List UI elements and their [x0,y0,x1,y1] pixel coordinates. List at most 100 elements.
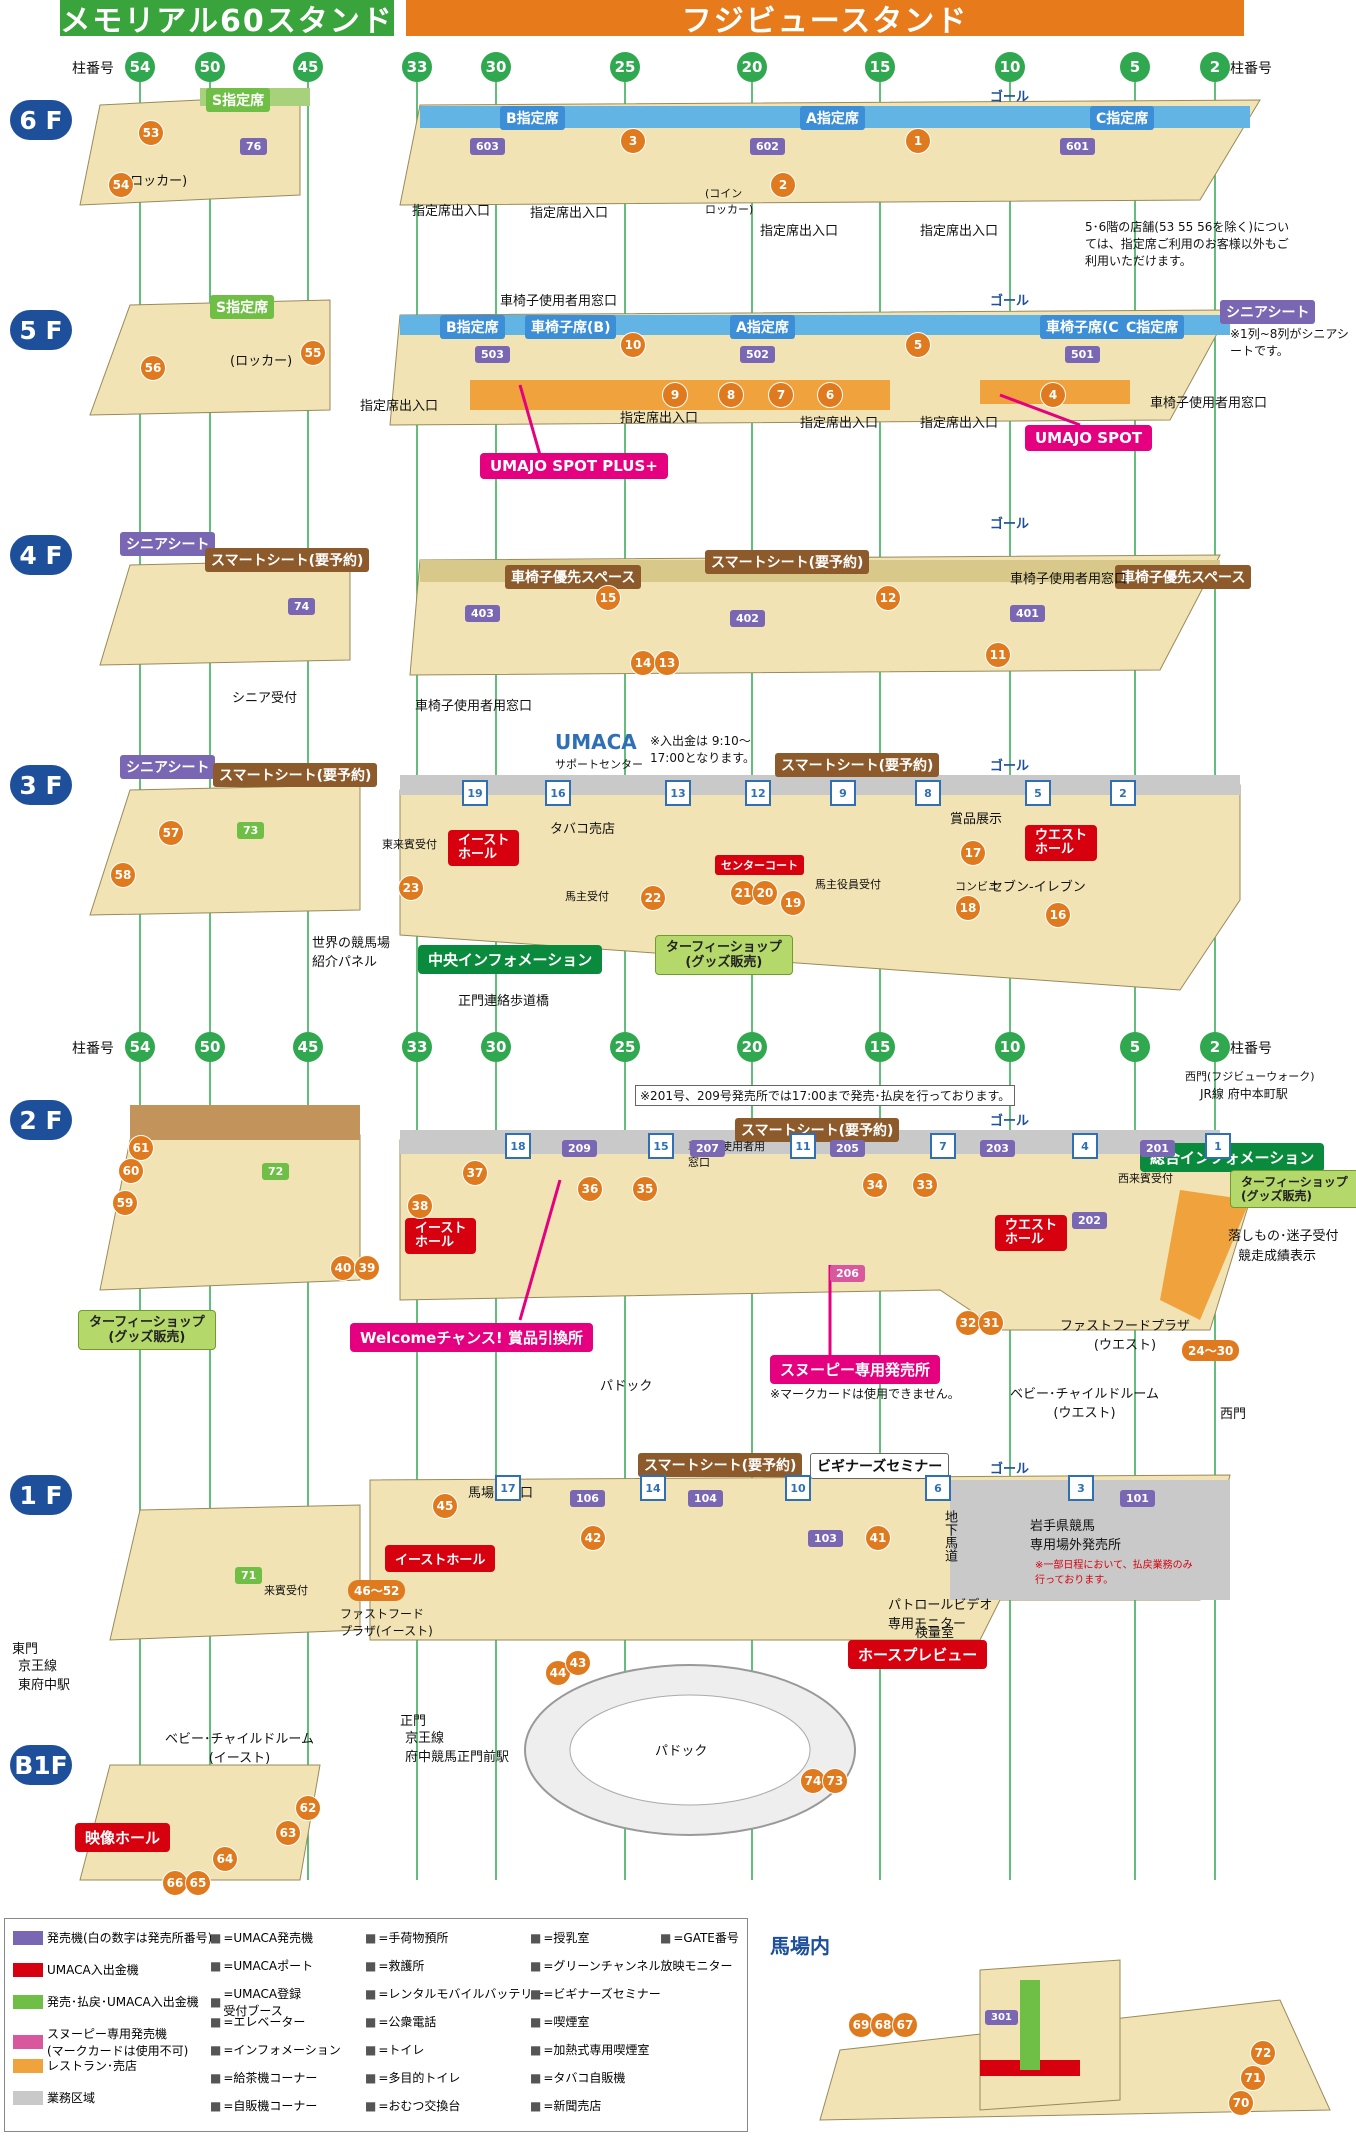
f5-senior-note: ※1列~8列がシニアシートです。 [1230,327,1349,358]
legend-icon-item-11: ■=トイレ [365,2041,424,2058]
f5-b-seat: B指定席 [440,315,505,339]
f3-gate-16: 16 [545,780,571,806]
f2-west-gate: 西門 [1220,1407,1247,1422]
legend-icon-label: =グリーンチャンネル放映モニター [543,1959,733,1973]
f3-shop-18: 18 [955,895,981,921]
f1-shop-45: 45 [432,1493,458,1519]
f3-umaca-sub: サポートセンター [555,758,643,771]
legend-icon-item-7: ■=手荷物預所 [365,1929,448,1946]
f6-room-603: 603 [470,138,505,155]
f2-shop-35: 35 [632,1176,658,1202]
f3-owner-desk: 馬主受付 [565,890,609,903]
legend-label: 発売機(白の数字は発売所番号) [47,1931,213,1945]
legend-label: 発売･払戻･UMACA入出金機 [47,1995,199,2009]
f3-seven: セブン-イレブン [990,880,1086,895]
f1-patrol: パトロールビデオ 専用モニター [888,1598,993,1632]
legend-icon-label: =喫煙室 [543,2015,590,2029]
f5-entrance-2: 指定席出入口 [620,411,699,426]
legend-icon-label: =GATE番号 [673,1931,739,1945]
legend-icon: ■ [210,2098,222,2113]
legend-icon: ■ [530,2042,542,2057]
f1-visitor: 来賓受付 [264,1584,308,1597]
f3-visitor-desk: 東来賓受付 [382,838,437,851]
f2-room-206: 206 [830,1265,865,1282]
paddock-area [524,1664,856,1836]
f3-konbini: コンビニ [955,880,999,893]
pillar-10: 10 [995,52,1025,82]
f2-goal: ゴール [990,1114,1030,1129]
legend-icon-label: =インフォメーション [223,2043,341,2057]
f5-shop-7: 7 [768,382,794,408]
f2-snoopy: スヌーピー専用発売所 [770,1355,941,1384]
f2-shop-31: 31 [978,1310,1004,1336]
inner-shop-67: 67 [892,2012,918,2038]
f1-smart: スマートシート(要予約) [638,1453,803,1477]
legend-icon-label: =授乳室 [543,1931,590,1945]
f4-shop-13: 13 [654,650,680,676]
f1-iwate-note: ※一部日程において、払戻業務のみ行っております。 [1035,1560,1193,1586]
f5-room-503: 503 [475,346,510,363]
legend-icon-item-5: ■=給茶機コーナー [210,2069,317,2086]
inner-room-301: 301 [985,2010,1018,2025]
f1-shop-74: 74 [800,1768,826,1794]
f2-room-203: 203 [980,1140,1015,1157]
f1-shop-44: 44 [545,1660,571,1686]
b1-shop-63: 63 [275,1820,301,1846]
f1-east-gate: 東門 [12,1642,39,1657]
f6-s-seat: S指定席 [206,88,271,112]
f1-goal: ゴール [990,1462,1030,1477]
legend-icon-label: =給茶機コーナー [223,2071,318,2085]
floor-badge-2f: 2 F [10,1100,72,1140]
f3-west-hall: ウエスト ホール [1025,825,1098,861]
legend-icon: ■ [365,2070,377,2085]
f5-locker: (ロッカー) [230,354,293,369]
f4-room-74: 74 [288,598,316,615]
header-fuji: フジビュースタンド [406,0,1244,39]
pillar-label-right-mid: 柱番号 [1230,1041,1272,1057]
f2-shop-39: 39 [354,1255,380,1281]
f5-c-seat: C指定席 [1120,315,1185,339]
f4-room-403: 403 [465,605,500,622]
legend-icon-label: =UMACAポート [223,1959,314,1973]
f2-shop-40: 40 [330,1255,356,1281]
f2-shop-24-30: 24～30 [1182,1340,1240,1361]
f4-smart-left: スマートシート(要予約) [205,548,370,572]
legend-icon-label: =手荷物預所 [378,1931,449,1945]
f4-senior-desk: シニア受付 [232,691,298,706]
b1-baby-east: ベビー･チャイルドルーム (イースト) [165,1732,314,1766]
legend-icon-item-3: ■=エレベーター [210,2013,305,2030]
f4-shop-12: 12 [875,585,901,611]
f5-umajo-spot-plus: UMAJO SPOT PLUS+ [480,453,668,479]
f3-gate-5: 5 [1025,780,1051,806]
f2-gate-11: 11 [790,1133,816,1159]
f2-east-hall: イースト ホール [405,1218,477,1254]
f1-underpass: 地下馬道 [942,1510,957,1562]
legend-icon: ■ [365,2042,377,2057]
pillar-5: 5 [1120,52,1150,82]
legend-icon: ■ [530,1958,542,1973]
inner-field-title: 馬場内 [770,1934,830,1958]
pillar-2: 2 [1200,1032,1230,1062]
b1-shop-64: 64 [212,1846,238,1872]
f1-gate-14: 14 [640,1475,666,1501]
legend: 発売機(白の数字は発売所番号)UMACA入出金機発売･払戻･UMACA入出金機ス… [4,1918,748,2132]
inner-shop-68: 68 [870,2012,896,2038]
legend-swatch [13,2090,43,2105]
legend-icon-item-20: ■=新聞売店 [530,2097,601,2114]
f6-shop-53: 53 [138,120,164,146]
f2-west-gate-fuji: 西門(フジビューウォーク) [1185,1070,1315,1083]
f2-welcome: Welcomeチャンス! 賞品引換所 [350,1323,593,1352]
pillar-54: 54 [125,52,155,82]
f2-room-209: 209 [562,1140,597,1157]
inner-shop-72: 72 [1250,2040,1276,2066]
f6-locker: (ロッカー) [125,174,188,189]
pillar-label-left-top: 柱番号 [72,61,114,77]
f3-smart-left: スマートシート(要予約) [213,763,378,787]
f2-paddock: パドック [600,1379,653,1394]
f5-s-seat: S指定席 [210,295,275,319]
f1-gate-10: 10 [785,1475,811,1501]
legend-icon-label: =自販機コーナー [223,2099,318,2113]
f6-room-76: 76 [240,138,268,155]
f3-shop-20: 20 [752,880,778,906]
legend-icon-item-19: ■=タバコ自販機 [530,2069,625,2086]
